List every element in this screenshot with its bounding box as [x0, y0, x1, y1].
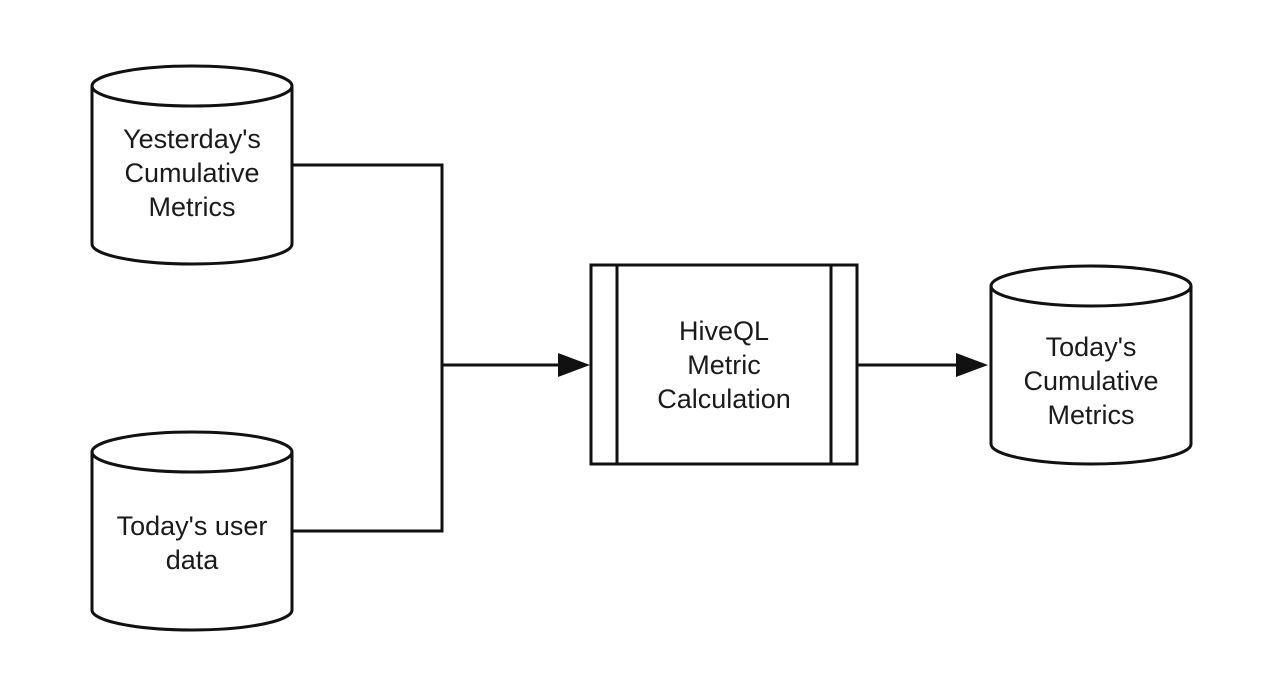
- label-line: Today's: [1045, 332, 1137, 362]
- arrowhead-into-output: [956, 353, 988, 377]
- label-hiveql-process: HiveQL Metric Calculation: [617, 265, 831, 464]
- database-yesterday-metrics: [90, 64, 294, 266]
- label-line: Cumulative: [124, 158, 260, 188]
- label-line: Yesterday's: [123, 124, 261, 154]
- label-today-user-data: Today's user data: [92, 478, 292, 608]
- label-line: Today's user: [116, 511, 268, 541]
- label-line: Metric: [687, 349, 761, 380]
- connector-userdata-to-process: [292, 365, 444, 533]
- process-hiveql-metric-calculation: [589, 263, 859, 466]
- label-yesterday-metrics: Yesterday's Cumulative Metrics: [92, 108, 292, 238]
- database-today-user-data: [90, 430, 294, 632]
- label-line: data: [165, 545, 219, 575]
- label-line: Metrics: [148, 192, 236, 222]
- label-line: Calculation: [657, 383, 791, 414]
- database-today-metrics: [989, 264, 1193, 466]
- label-line: HiveQL: [678, 315, 770, 346]
- label-line: Metrics: [1047, 400, 1135, 430]
- label-today-metrics: Today's Cumulative Metrics: [991, 316, 1191, 446]
- connector-yesterday-to-process: [292, 163, 444, 365]
- label-line: Cumulative: [1023, 366, 1159, 396]
- arrowhead-into-process: [558, 353, 590, 377]
